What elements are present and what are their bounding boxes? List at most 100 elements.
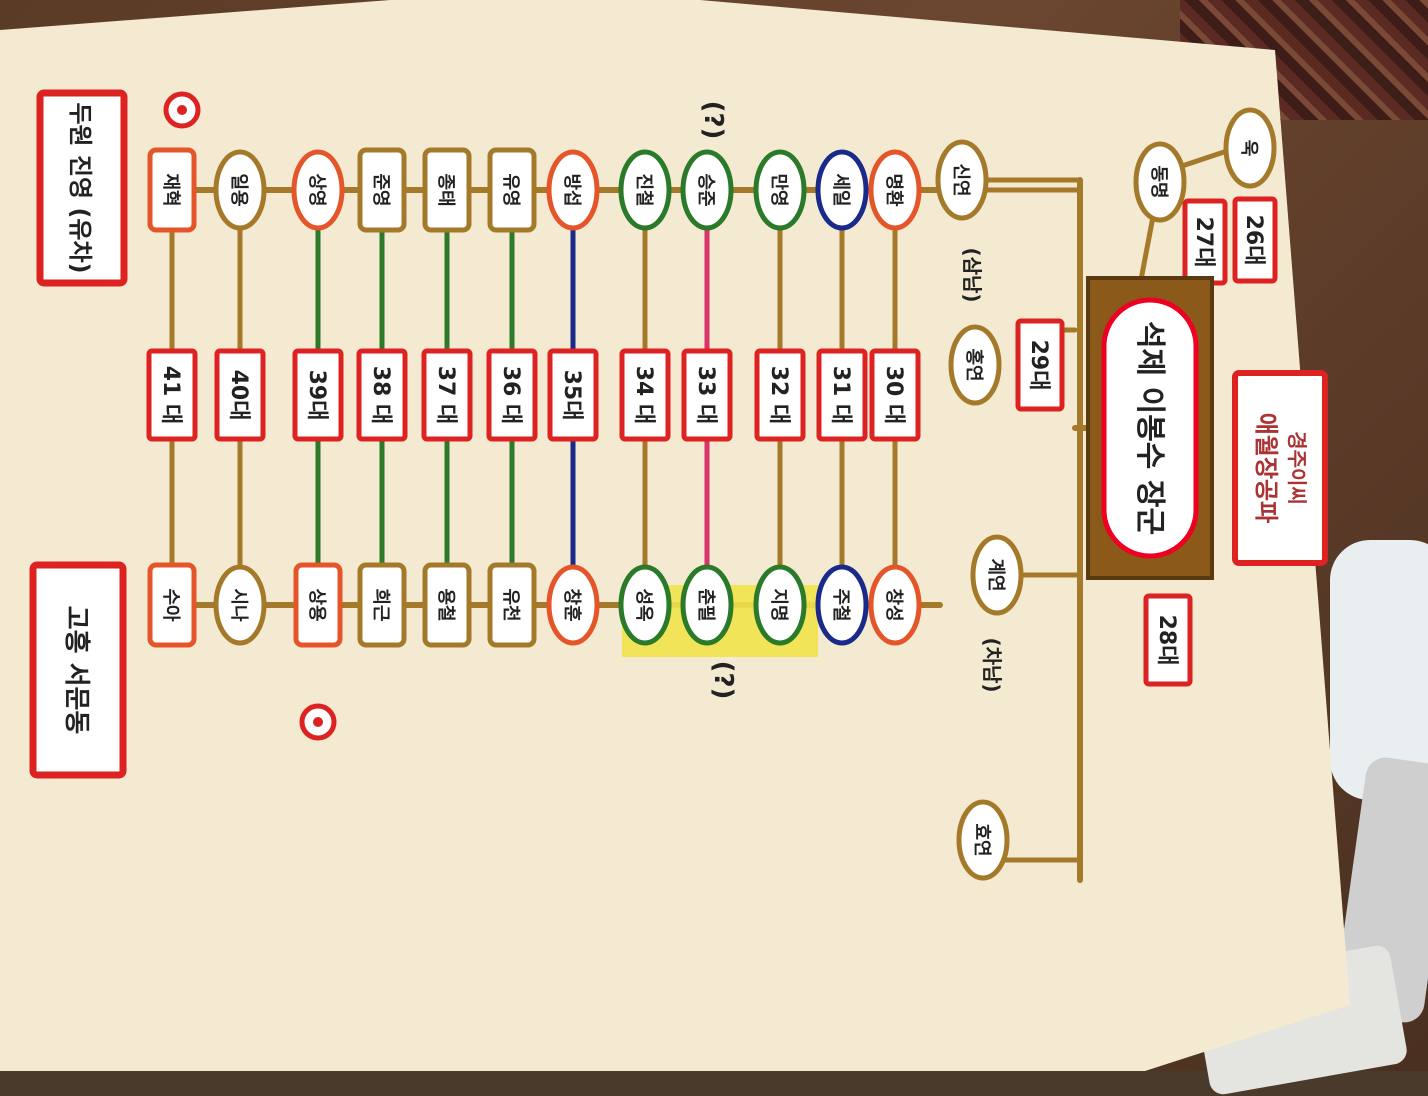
generation-sticker-10: 39대 (292, 348, 344, 442)
white-cloth (1330, 540, 1428, 800)
generation-sticker-9-label: 38 대 (368, 366, 393, 425)
gen29-member-1: 신연 (935, 139, 989, 221)
label-right: 고흥 서문동 (29, 561, 127, 779)
question-mark-2-text: (?) (708, 661, 738, 700)
generation-sticker-1-label: 30 대 (881, 366, 906, 425)
gen29-sticker: 29대 (1015, 318, 1065, 412)
line-a-node-10-label: 상영 (306, 173, 327, 206)
gen29-member-4: 효연 (956, 799, 1010, 881)
generation-sticker-4-label: 33 대 (693, 366, 718, 425)
ancestor-node-2: 동명 (1133, 141, 1187, 223)
marker-dot-1 (177, 105, 187, 115)
line-a-node-1: 명환 (868, 149, 922, 231)
line-b-node-3: 지명 (753, 564, 807, 646)
gen29-member-2: 홍연 (948, 324, 1002, 406)
line-a-node-1-label: 명환 (883, 173, 905, 207)
line-a-node-7: 유영 (487, 147, 537, 233)
ancestor-gen-1: 26대 (1232, 196, 1278, 284)
ancestor-node-1: 욱 (1223, 107, 1277, 189)
line-a-node-6-label: 방섭 (561, 173, 582, 206)
line-b-node-9: 희근 (357, 562, 407, 648)
line-b-node-11: 시나 (213, 564, 267, 646)
line-b-node-7-label: 유천 (500, 588, 521, 621)
line-a-node-10: 상영 (291, 149, 345, 231)
line-b-node-4: 춘필 (680, 564, 734, 646)
line-a-node-5: 진철 (618, 149, 672, 231)
ancestor-node-2-label: 동명 (1148, 165, 1169, 198)
line-a-node-12-label: 재혁 (160, 173, 182, 206)
line-a-node-5-label: 진철 (633, 173, 654, 206)
gen29-note-3-text: (차남) (980, 637, 1004, 692)
line-a-node-2: 세일 (815, 149, 869, 231)
generation-sticker-3-label: 32 대 (766, 366, 791, 425)
generation-sticker-5: 34 대 (619, 348, 671, 442)
generation-sticker-11: 40대 (214, 348, 266, 442)
generation-sticker-12: 41 대 (146, 348, 198, 442)
line-b-node-5: 성옥 (618, 564, 672, 646)
line-a-node-9-label: 준영 (370, 173, 391, 206)
founder-name: 석제 이봉수 장군 (1132, 321, 1167, 535)
line-b-node-1: 창성 (868, 564, 922, 646)
line-b-node-10-label: 상용 (306, 588, 327, 621)
generation-sticker-8-label: 37 대 (433, 366, 458, 425)
line-a-node-8: 종태 (422, 147, 472, 233)
title-line1: 경주이씨 (1285, 431, 1309, 505)
generation-sticker-2-label: 31 대 (828, 366, 853, 425)
title-box: 경주이씨 애월장공파 (1232, 370, 1328, 566)
ancestor-gen-2-label: 27대 (1191, 217, 1216, 268)
gen29-note-1-text: (삼남) (960, 247, 984, 302)
generation-sticker-2: 31 대 (816, 348, 868, 442)
gen28-sticker-label: 28대 (1154, 615, 1179, 666)
line-b-node-11-label: 시나 (228, 588, 249, 622)
generation-sticker-12-label: 41 대 (158, 366, 183, 425)
line-b-node-10: 상용 (293, 562, 343, 648)
generation-sticker-6-label: 35대 (559, 370, 584, 421)
line-b-node-2-label: 주철 (830, 588, 851, 621)
ancestor-gen-1-label: 26대 (1241, 215, 1266, 266)
line-b-node-9-label: 희근 (370, 588, 391, 621)
line-b-node-6-label: 창훈 (561, 588, 583, 621)
gen29-member-3-label: 계연 (985, 558, 1006, 591)
line-b-node-3-label: 지명 (768, 588, 789, 621)
generation-sticker-10-label: 39대 (304, 370, 329, 421)
marker-dot-2 (313, 717, 323, 727)
line-a-node-6: 방섭 (546, 149, 600, 231)
label-left-text: 두원 진영 (유차) (66, 102, 94, 273)
generation-sticker-5-label: 34 대 (631, 366, 656, 425)
line-b-node-7: 유천 (487, 562, 537, 648)
title-line2: 애월장공파 (1252, 413, 1280, 523)
line-b-node-8: 용철 (422, 562, 472, 648)
generation-sticker-3: 32 대 (754, 348, 806, 442)
question-mark-1: (?) (698, 101, 728, 140)
generation-sticker-7-label: 36 대 (498, 366, 523, 425)
founder-frame: 석제 이봉수 장군 (1086, 276, 1214, 580)
generation-sticker-6: 35대 (547, 348, 599, 442)
line-a-node-3-label: 만영 (768, 173, 789, 206)
generation-sticker-7: 36 대 (486, 348, 538, 442)
gen29-note-3: (차남) (980, 637, 1004, 692)
line-b-node-12-label: 수아 (160, 588, 181, 622)
gen29-member-2-label: 홍연 (963, 348, 985, 381)
generation-sticker-11-label: 40대 (226, 370, 251, 421)
gen29-member-4-label: 효연 (971, 823, 992, 856)
generation-sticker-9: 38 대 (356, 348, 408, 442)
gen29-member-1-label: 신연 (950, 163, 971, 196)
line-a-node-11: 일용 (213, 149, 267, 231)
line-b-node-1-label: 창성 (883, 588, 904, 621)
gen28-sticker: 28대 (1143, 593, 1193, 687)
line-b-node-4-label: 춘필 (695, 588, 716, 621)
label-right-text: 고흥 서문동 (61, 606, 91, 735)
line-a-node-4-label: 승준 (695, 173, 716, 206)
line-a-node-7-label: 유영 (500, 173, 521, 206)
line-a-node-9: 준영 (357, 147, 407, 233)
line-b-node-12: 수아 (147, 562, 197, 648)
line-b-node-5-label: 성옥 (633, 588, 654, 621)
question-mark-2: (?) (708, 661, 738, 700)
line-a-node-3: 만영 (753, 149, 807, 231)
gen29-note-1: (삼남) (960, 247, 984, 302)
generation-sticker-8: 37 대 (421, 348, 473, 442)
ancestor-node-1-label: 욱 (1238, 140, 1259, 157)
line-a-node-8-label: 종태 (435, 173, 456, 206)
